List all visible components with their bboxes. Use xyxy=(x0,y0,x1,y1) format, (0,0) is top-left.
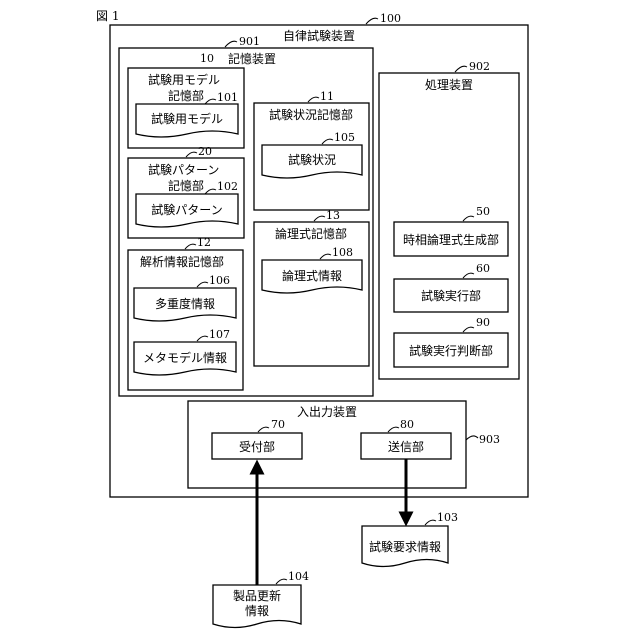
test-model-store-label-line1: 試験用モデル xyxy=(148,72,220,87)
test-status-store-ref: 11 xyxy=(320,90,334,103)
test-status-item-label: 試験状況 xyxy=(288,152,336,167)
analysis-info-store: 12 解析情報記憶部 106 多重度情報 107 メタモデル情報 xyxy=(128,236,243,390)
metamodel-label: メタモデル情報 xyxy=(143,350,227,365)
test-request-label: 試験要求情報 xyxy=(369,539,441,554)
system-ref-leader xyxy=(366,18,378,24)
test-pattern-item-label: 試験パターン xyxy=(151,202,222,217)
test-model-item-label: 試験用モデル xyxy=(151,111,223,126)
test-status-store-label: 試験状況記憶部 xyxy=(269,107,353,122)
test-model-item-ref: 101 xyxy=(217,91,238,104)
test-request-ref: 103 xyxy=(437,511,458,524)
test-executor-label: 試験実行部 xyxy=(421,288,481,303)
receiver-ref: 70 xyxy=(271,418,285,431)
logic-store-box xyxy=(254,222,369,366)
system-ref: 100 xyxy=(380,12,401,25)
io-device: 入出力装置 903 70 受付部 80 送信部 xyxy=(188,401,500,488)
io-ref: 903 xyxy=(479,433,500,446)
receiver-label: 受付部 xyxy=(239,439,275,454)
multiplicity-label: 多重度情報 xyxy=(155,296,215,311)
storage-ref: 901 xyxy=(239,35,260,48)
product-update-ref: 104 xyxy=(288,570,309,583)
test-judge-ref: 90 xyxy=(476,316,490,329)
processor-ref: 902 xyxy=(469,60,490,73)
logic-store-ref: 13 xyxy=(326,209,340,222)
test-status-item-ref: 105 xyxy=(334,131,355,144)
test-request-ref-leader xyxy=(425,520,436,525)
product-update-ref-leader xyxy=(276,579,287,584)
logic-item-ref: 108 xyxy=(332,246,353,259)
test-status-store: 11 試験状況記憶部 105 試験状況 xyxy=(254,90,369,210)
metamodel-ref: 107 xyxy=(209,328,230,341)
temporal-logic-generator-label: 時相論理式生成部 xyxy=(403,232,499,247)
figure-label: 図 1 xyxy=(96,9,119,23)
test-model-store-label-line2: 記憶部 xyxy=(168,88,204,103)
logic-formula-store: 13 論理式記憶部 108 論理式情報 xyxy=(254,209,369,366)
test-judge-label: 試験実行判断部 xyxy=(409,343,493,358)
system-label: 自律試験装置 xyxy=(283,28,355,43)
logic-item-label: 論理式情報 xyxy=(282,268,342,283)
product-update-label-line2: 情報 xyxy=(245,604,269,618)
test-model-store-ref: 10 xyxy=(200,52,214,65)
storage-label: 記憶装置 xyxy=(228,51,276,66)
processing-device: 処理装置 902 50 時相論理式生成部 60 試験実行部 90 試験実行判断部 xyxy=(379,60,519,379)
logic-store-label: 論理式記憶部 xyxy=(275,226,347,241)
multiplicity-ref: 106 xyxy=(209,274,230,287)
analysis-store-ref: 12 xyxy=(197,236,211,249)
io-label: 入出力装置 xyxy=(297,405,357,419)
temporal-logic-generator-ref: 50 xyxy=(476,205,490,218)
analysis-store-label: 解析情報記憶部 xyxy=(140,254,224,269)
test-pattern-store: 20 試験パターン 記憶部 102 試験パターン xyxy=(128,145,244,238)
test-pattern-store-ref: 20 xyxy=(198,145,212,158)
test-pattern-store-label-line2: 記憶部 xyxy=(168,178,204,193)
processor-label: 処理装置 xyxy=(425,78,473,92)
product-update-label-line1: 製品更新 xyxy=(233,588,281,603)
test-pattern-store-label-line1: 試験パターン xyxy=(148,162,219,177)
test-executor-ref: 60 xyxy=(476,262,490,275)
product-update-info: 104 製品更新 情報 xyxy=(213,570,309,628)
test-pattern-item-ref: 102 xyxy=(217,180,238,193)
test-request-info: 103 試験要求情報 xyxy=(362,511,458,567)
sender-label: 送信部 xyxy=(388,439,424,454)
sender-ref: 80 xyxy=(400,418,414,431)
